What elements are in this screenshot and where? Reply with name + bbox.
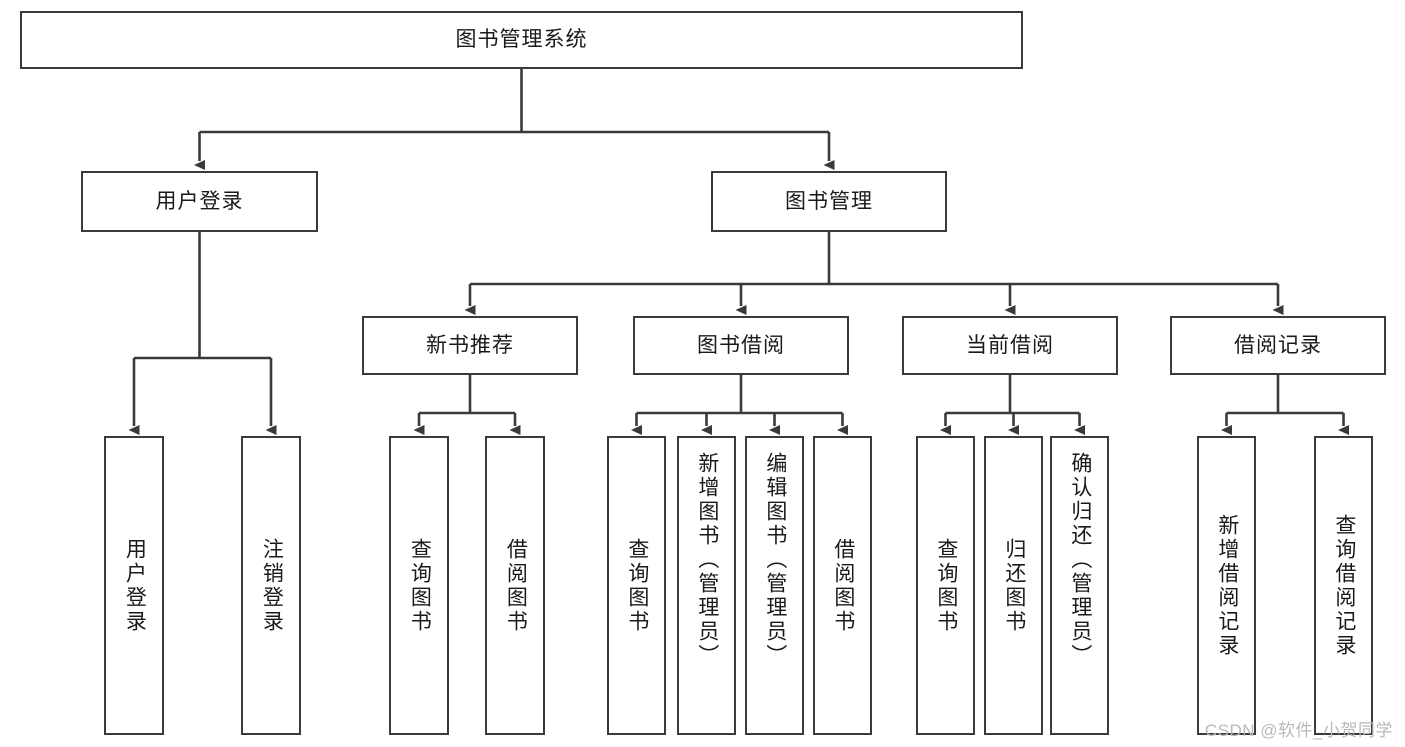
node-leaf-user-logout: 注销登录 bbox=[241, 436, 301, 735]
node-label: 图书管理系统 bbox=[455, 28, 588, 52]
node-label: 借阅记录 bbox=[1234, 333, 1322, 357]
node-leaf-borrow-book-2: 借阅图书 bbox=[813, 436, 872, 735]
node-leaf-add-record: 新增借阅记录 bbox=[1197, 436, 1256, 735]
node-root: 图书管理系统 bbox=[20, 11, 1023, 69]
node-label: 确认归还（管理员） bbox=[1068, 452, 1092, 668]
node-leaf-confirm-ret: 确认归还（管理员） bbox=[1050, 436, 1109, 735]
node-label: 借阅图书 bbox=[504, 537, 528, 634]
node-leaf-query-book-1: 查询图书 bbox=[389, 436, 449, 735]
node-new-book-rec: 新书推荐 bbox=[362, 316, 578, 375]
node-leaf-query-book-2: 查询图书 bbox=[607, 436, 666, 735]
node-label: 新增图书（管理员） bbox=[695, 452, 719, 668]
node-label: 归还图书 bbox=[1002, 537, 1026, 634]
node-label: 用户登录 bbox=[123, 537, 147, 634]
node-label: 查询图书 bbox=[625, 537, 649, 634]
node-label: 注销登录 bbox=[260, 537, 284, 634]
node-leaf-user-login: 用户登录 bbox=[104, 436, 164, 735]
node-leaf-return-book: 归还图书 bbox=[984, 436, 1043, 735]
node-leaf-query-record: 查询借阅记录 bbox=[1314, 436, 1373, 735]
node-current-borrow: 当前借阅 bbox=[902, 316, 1118, 375]
node-user-login: 用户登录 bbox=[81, 171, 318, 232]
node-leaf-borrow-book-1: 借阅图书 bbox=[485, 436, 545, 735]
node-leaf-add-book: 新增图书（管理员） bbox=[677, 436, 736, 735]
node-label: 查询图书 bbox=[408, 537, 432, 634]
node-label: 新书推荐 bbox=[426, 333, 514, 357]
node-label: 新增借阅记录 bbox=[1215, 513, 1239, 658]
node-leaf-query-book-3: 查询图书 bbox=[916, 436, 975, 735]
node-leaf-edit-book: 编辑图书（管理员） bbox=[745, 436, 804, 735]
node-label: 编辑图书（管理员） bbox=[763, 452, 787, 668]
node-label: 用户登录 bbox=[155, 189, 244, 213]
node-borrow-record: 借阅记录 bbox=[1170, 316, 1386, 375]
node-label: 当前借阅 bbox=[966, 333, 1054, 357]
node-label: 图书借阅 bbox=[697, 333, 785, 357]
node-label: 图书管理 bbox=[785, 189, 873, 213]
node-label: 查询图书 bbox=[934, 537, 958, 634]
node-label: 借阅图书 bbox=[831, 537, 855, 634]
node-label: 查询借阅记录 bbox=[1332, 513, 1356, 658]
node-book-manage: 图书管理 bbox=[711, 171, 947, 232]
node-book-borrow: 图书借阅 bbox=[633, 316, 849, 375]
